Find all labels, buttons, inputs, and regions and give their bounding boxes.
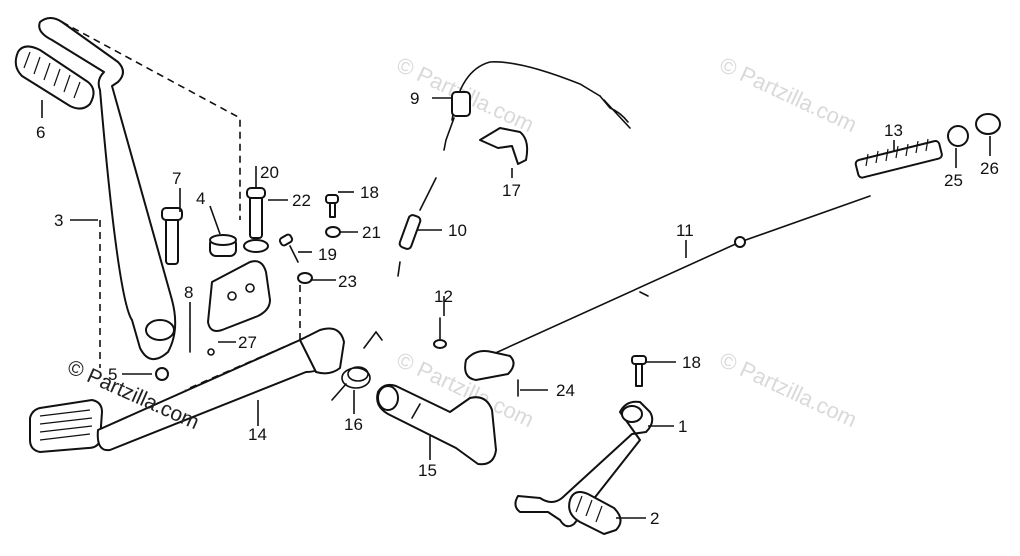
part-22-washer <box>243 239 269 253</box>
part-14-pedal <box>29 327 345 453</box>
callout-2: 2 <box>650 509 659 528</box>
part-11-rod <box>479 195 871 361</box>
part-25-cap <box>947 125 969 147</box>
callout-12: 12 <box>434 287 453 306</box>
part-9-switch-cable <box>443 61 631 151</box>
part-16-spring <box>331 330 383 401</box>
dashed-line-top <box>61 21 241 220</box>
callout-labels: 6 3 7 4 8 5 27 20 22 19 23 18 21 9 10 17… <box>36 89 999 528</box>
part-18-bolt-upper <box>325 194 339 218</box>
part-19-bolt <box>278 233 299 263</box>
watermark-4: © Partzilla.com <box>716 347 861 432</box>
callout-27: 27 <box>238 333 257 352</box>
callout-25: 25 <box>944 171 963 190</box>
callout-18-lower: 18 <box>682 353 701 372</box>
bracket-plate <box>207 260 271 332</box>
callout-3: 3 <box>54 211 63 230</box>
assembly-lines <box>61 21 301 391</box>
watermark-2: © Partzilla.com <box>716 52 861 137</box>
callout-20: 20 <box>260 163 279 182</box>
callout-26: 26 <box>980 159 999 178</box>
callout-16: 16 <box>344 415 363 434</box>
callout-24: 24 <box>556 381 575 400</box>
part-15-shaft <box>376 383 497 466</box>
part-21-nut <box>325 226 341 238</box>
part-10-spring <box>397 177 437 277</box>
part-2-shift-rubber <box>568 491 622 535</box>
callout-6: 6 <box>36 123 45 142</box>
callout-14: 14 <box>248 425 267 444</box>
callout-7: 7 <box>172 169 181 188</box>
rod-joint <box>464 350 515 381</box>
part-26-cap <box>975 113 1001 135</box>
callout-15: 15 <box>418 461 437 480</box>
callout-21: 21 <box>362 223 381 242</box>
part-20-bolt <box>246 187 266 239</box>
part-7-bolt <box>161 207 183 265</box>
leader-lines <box>41 97 991 519</box>
callout-10: 10 <box>448 221 467 240</box>
part-6-kick-grip <box>14 45 95 110</box>
callout-18-upper: 18 <box>360 183 379 202</box>
callout-11: 11 <box>676 221 694 240</box>
callout-19: 19 <box>318 245 337 264</box>
callout-5: 5 <box>108 365 117 384</box>
part-13-rod-end <box>854 138 943 179</box>
part-12-pin <box>433 317 447 349</box>
part-18-bolt-lower <box>631 355 647 387</box>
callout-1: 1 <box>678 417 687 436</box>
callout-9: 9 <box>410 89 419 108</box>
callout-17: 17 <box>502 181 521 200</box>
callout-13: 13 <box>884 121 903 140</box>
part-5-washer <box>155 367 169 381</box>
callout-4: 4 <box>196 189 205 208</box>
part-27-clip <box>207 348 215 356</box>
part-4-spacer <box>209 234 237 257</box>
callout-22: 22 <box>292 191 311 210</box>
callout-8: 8 <box>184 283 193 302</box>
part-17-bracket <box>479 127 529 165</box>
part-23-nut <box>297 272 313 284</box>
callout-23: 23 <box>338 272 357 291</box>
part-3-kick-arm <box>38 17 177 360</box>
